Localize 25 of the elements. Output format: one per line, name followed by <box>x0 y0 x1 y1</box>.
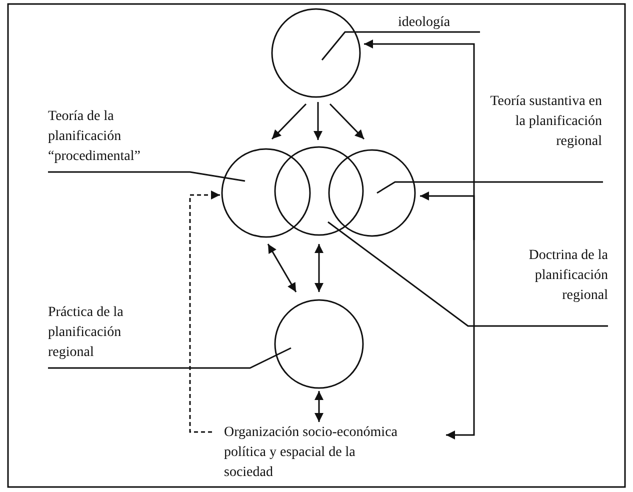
arrow <box>314 244 324 292</box>
arrow <box>189 190 220 433</box>
circle <box>221 148 311 238</box>
annotation-text: Doctrina de la planificación regional <box>500 246 608 306</box>
leader-line <box>328 221 608 327</box>
annotation-text: Teoría sustantiva en la planificación regional <box>484 92 602 152</box>
leader-line <box>376 181 603 194</box>
annotation-text: Teoría de la planificación “procedimental” <box>48 107 173 167</box>
annotation-text: ideología <box>398 13 478 33</box>
annotation-text: Práctica de la planificación regional <box>48 303 158 363</box>
circle <box>274 146 364 236</box>
leader-line <box>48 171 246 182</box>
arrow <box>267 244 297 292</box>
arrow <box>271 103 307 140</box>
arrow <box>446 240 475 440</box>
arrow <box>314 102 322 140</box>
arrow <box>329 103 365 140</box>
arrow <box>420 192 475 240</box>
circle <box>274 299 364 389</box>
circle <box>328 149 416 237</box>
leader-line <box>48 347 292 369</box>
circle <box>271 8 361 98</box>
leader-line <box>321 31 480 60</box>
arrow <box>314 391 324 422</box>
annotation-text: Organización socio-económica política y espacial de la sociedad <box>224 423 401 483</box>
